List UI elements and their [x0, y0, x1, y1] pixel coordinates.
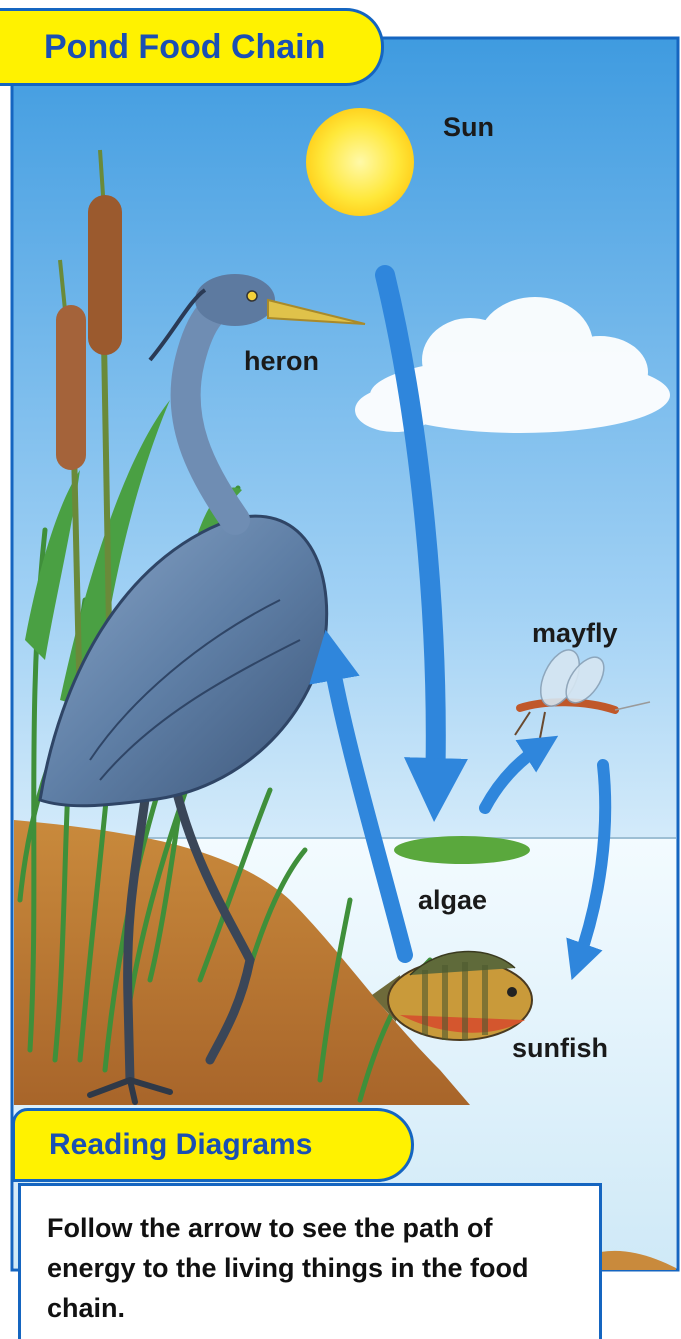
page-title: Pond Food Chain	[0, 8, 384, 86]
reading-diagrams-heading: Reading Diagrams	[12, 1108, 414, 1182]
label-mayfly: mayfly	[532, 618, 618, 649]
reading-diagrams-text: Follow the arrow to see the path of ener…	[47, 1208, 573, 1328]
reading-diagrams-box: Follow the arrow to see the path of ener…	[18, 1183, 602, 1339]
label-sunfish: sunfish	[512, 1033, 608, 1064]
label-algae: algae	[418, 885, 487, 916]
sun-icon	[306, 108, 414, 216]
label-sun: Sun	[443, 112, 494, 143]
algae-patch	[394, 836, 530, 864]
label-heron: heron	[244, 346, 319, 377]
